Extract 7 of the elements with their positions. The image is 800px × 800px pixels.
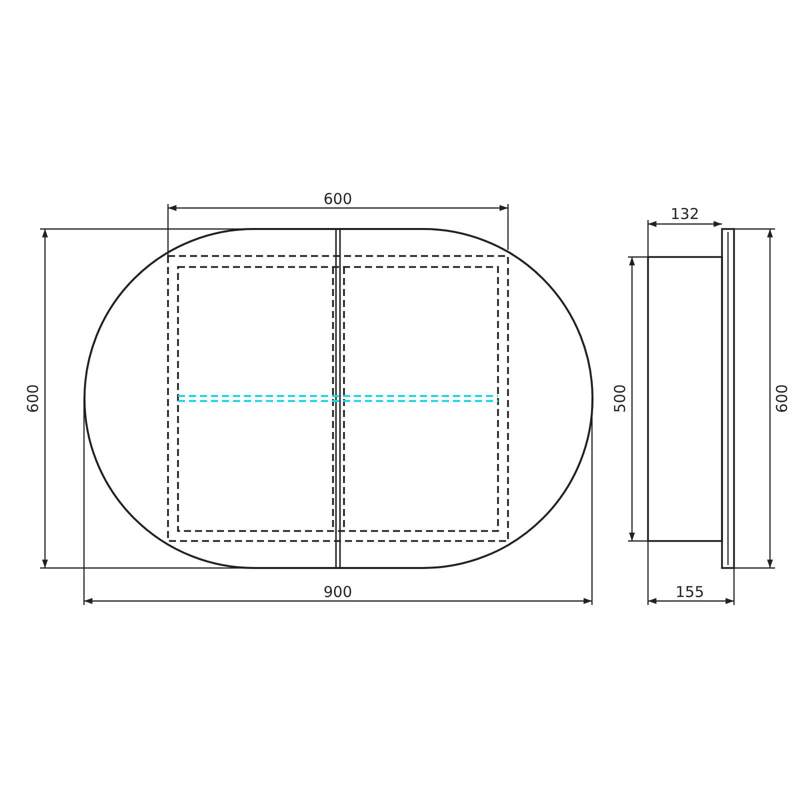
dimension-label: 600 (774, 382, 790, 414)
dimension-label: 500 (612, 382, 628, 414)
dimension-label: 600 (322, 192, 354, 206)
dimension-label: 600 (25, 382, 40, 414)
dimension-label: 900 (322, 584, 354, 600)
dimension-label: 155 (674, 584, 706, 600)
dimension-label: 132 (670, 206, 700, 222)
